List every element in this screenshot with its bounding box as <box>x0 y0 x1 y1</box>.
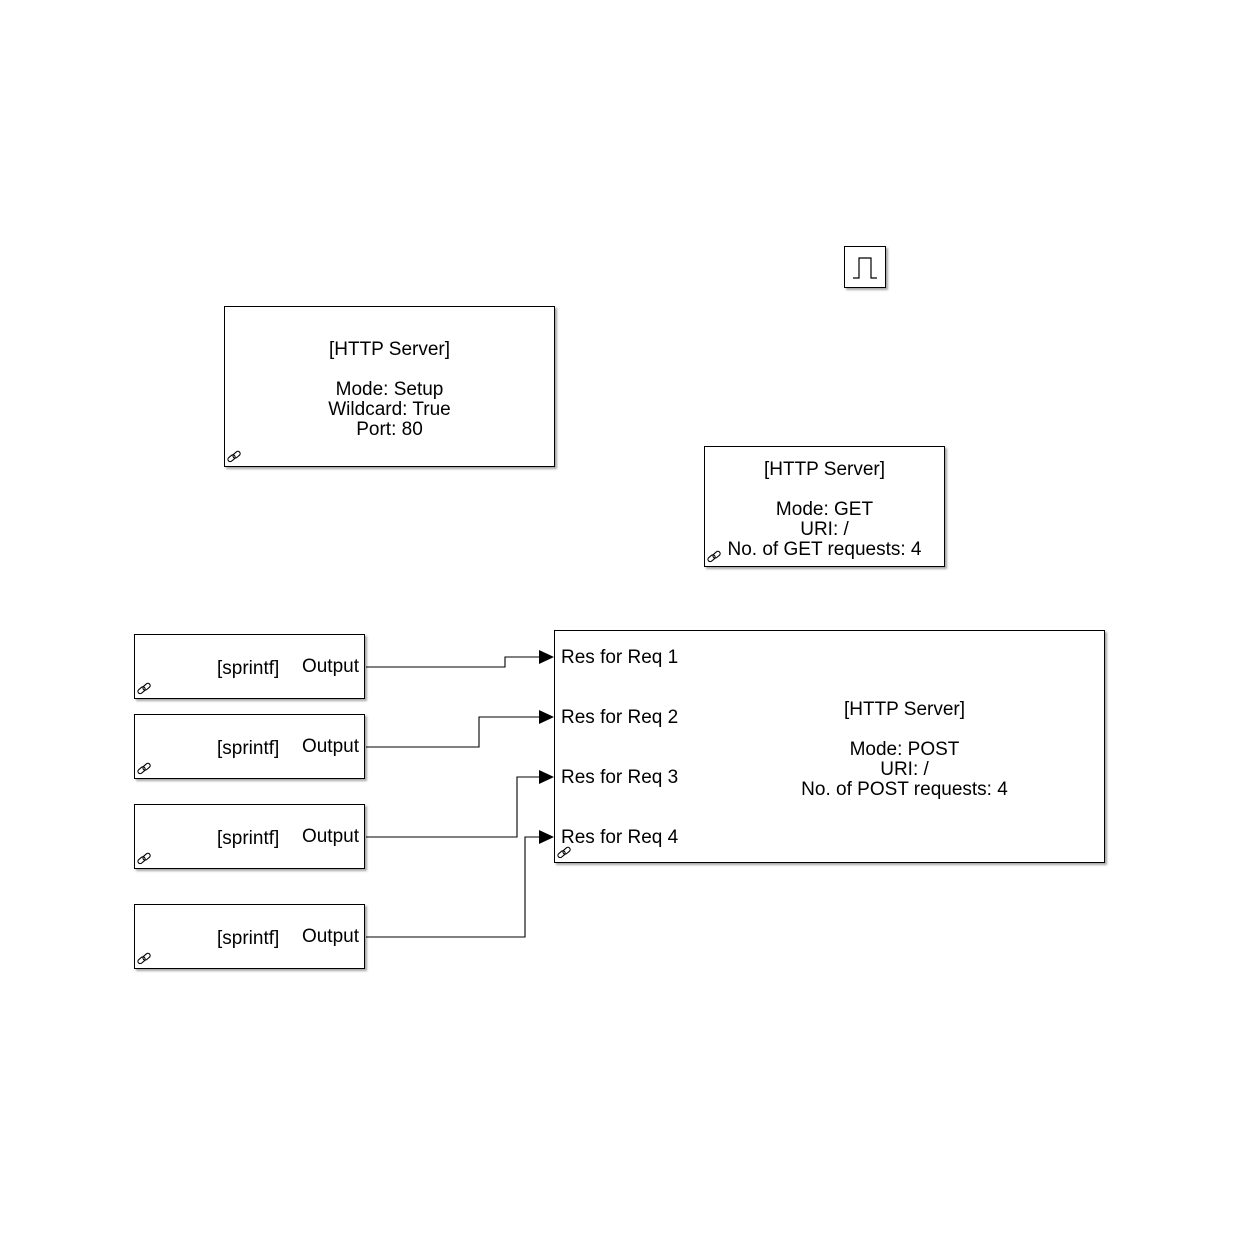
sprintf-block-2[interactable]: [sprintf] Output <box>134 714 365 779</box>
sprintf-block-4[interactable]: [sprintf] Output <box>134 904 365 969</box>
mode-line: Mode: POST <box>849 739 960 760</box>
input-port-label-3: Res for Req 3 <box>561 767 679 788</box>
input-port-label-1: Res for Req 1 <box>561 647 679 668</box>
link-icon <box>137 852 151 865</box>
sprintf-label: [sprintf] <box>217 928 280 949</box>
arrowhead-3 <box>539 770 554 784</box>
block-title: [HTTP Server] <box>763 459 886 480</box>
uri-line: URI: / <box>880 759 929 780</box>
sprintf-block-1[interactable]: [sprintf] Output <box>134 634 365 699</box>
link-icon <box>137 952 151 965</box>
sprintf-block-3[interactable]: [sprintf] Output <box>134 804 365 869</box>
mode-line: Mode: GET <box>775 499 874 520</box>
input-port-label-4: Res for Req 4 <box>561 827 679 848</box>
request-count-line: No. of GET requests: 4 <box>727 539 922 560</box>
http-server-setup-block[interactable]: [HTTP Server] Mode: Setup Wildcard: True… <box>224 306 555 467</box>
block-title: [HTTP Server] <box>328 339 451 360</box>
wildcard-line: Wildcard: True <box>328 399 451 420</box>
request-count-line: No. of POST requests: 4 <box>801 779 1008 800</box>
output-port-label: Output <box>301 736 359 757</box>
wire-1 <box>366 656 541 668</box>
http-server-get-block[interactable]: [HTTP Server] Mode: GET URI: / No. of GE… <box>704 446 945 567</box>
wire-2 <box>366 716 541 748</box>
output-port-label: Output <box>301 656 359 677</box>
pulse-icon <box>853 257 877 279</box>
link-icon <box>707 550 721 563</box>
arrowhead-1 <box>539 650 554 664</box>
output-port-label: Output <box>301 826 359 847</box>
pulse-generator-block[interactable] <box>844 246 886 288</box>
sprintf-label: [sprintf] <box>217 828 280 849</box>
block-title: [HTTP Server] <box>843 699 966 720</box>
arrowhead-2 <box>539 710 554 724</box>
http-server-post-block[interactable]: Res for Req 1 Res for Req 2 Res for Req … <box>554 630 1105 863</box>
output-port-label: Output <box>301 926 359 947</box>
port-line: Port: 80 <box>356 419 423 440</box>
input-port-label-2: Res for Req 2 <box>561 707 679 728</box>
wire-3 <box>366 776 541 838</box>
link-icon <box>137 682 151 695</box>
link-icon <box>227 450 241 463</box>
link-icon <box>137 762 151 775</box>
mode-line: Mode: Setup <box>335 379 444 400</box>
arrowhead-4 <box>539 830 554 844</box>
wire-4 <box>366 836 541 938</box>
sprintf-label: [sprintf] <box>217 738 280 759</box>
sprintf-label: [sprintf] <box>217 658 280 679</box>
uri-line: URI: / <box>800 519 849 540</box>
link-icon <box>557 846 571 859</box>
